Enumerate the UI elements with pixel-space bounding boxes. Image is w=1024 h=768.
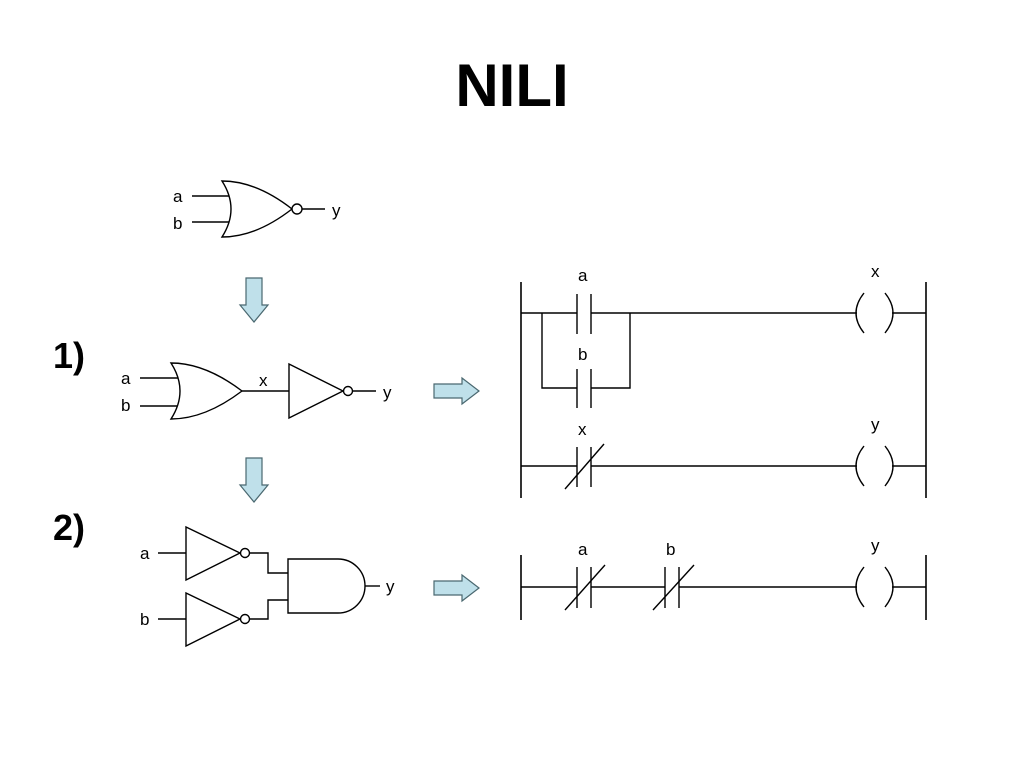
- and-gate-symbol: [287, 558, 366, 614]
- or-output-x-label: x: [259, 371, 268, 390]
- not-and-input-a-label: a: [140, 544, 150, 563]
- nor-output-label: y: [332, 201, 341, 220]
- contact-x-nc-slash: [564, 443, 605, 490]
- ladder2-contact-b-label: b: [666, 540, 675, 559]
- not-output-label: y: [383, 383, 392, 402]
- not-gate-a-symbol: [185, 525, 242, 582]
- ladder1-coil-y-label: y: [871, 415, 880, 434]
- ladder1-contact-b-label: b: [578, 345, 587, 364]
- nor-input-a-label: a: [173, 187, 183, 206]
- not-gate-symbol: [288, 362, 345, 420]
- ladder-diagram-1: a b x x y: [520, 262, 927, 498]
- not-inversion-bubble: [342, 385, 354, 397]
- not-and-output-label: y: [386, 577, 395, 596]
- or-input-b-label: b: [121, 396, 130, 415]
- nor-input-b-label: b: [173, 214, 182, 233]
- coil-y-symbol: [855, 445, 894, 487]
- page-title: NILI: [455, 52, 569, 119]
- contact-a-nc-slash: [564, 564, 606, 611]
- ladder1-contact-a-label: a: [578, 266, 588, 285]
- or-input-a-label: a: [121, 369, 131, 388]
- step-1-label: 1): [53, 335, 85, 376]
- or-gate-symbol: [169, 362, 244, 420]
- not-a-inversion-bubble: [239, 547, 251, 559]
- nor-gate-symbol: [220, 180, 294, 238]
- down-arrow-2: [238, 457, 270, 503]
- ladder1-coil-x-label: x: [871, 262, 880, 281]
- not-gate-b-symbol: [185, 591, 242, 648]
- ladder2-coil-y-label: y: [871, 536, 880, 555]
- nor-gate-diagram: a b y: [173, 180, 341, 238]
- down-arrow-1: [238, 277, 270, 323]
- right-arrow-2: [433, 573, 480, 603]
- ladder2-contact-a-label: a: [578, 540, 588, 559]
- not-and-diagram: a b y: [140, 525, 395, 648]
- ladder-diagram-2: a b y: [520, 536, 927, 620]
- contact-b-nc-slash: [652, 564, 695, 611]
- not-b-inversion-bubble: [239, 613, 251, 625]
- nor-inversion-bubble: [291, 203, 303, 215]
- ladder1-contact-x-label: x: [578, 420, 587, 439]
- step-2-label: 2): [53, 507, 85, 548]
- not-and-input-b-label: b: [140, 610, 149, 629]
- coil-x-symbol: [855, 292, 894, 334]
- or-not-diagram: a b x y: [121, 362, 392, 420]
- ladder2-coil-y-symbol: [855, 566, 894, 608]
- right-arrow-1: [433, 376, 480, 406]
